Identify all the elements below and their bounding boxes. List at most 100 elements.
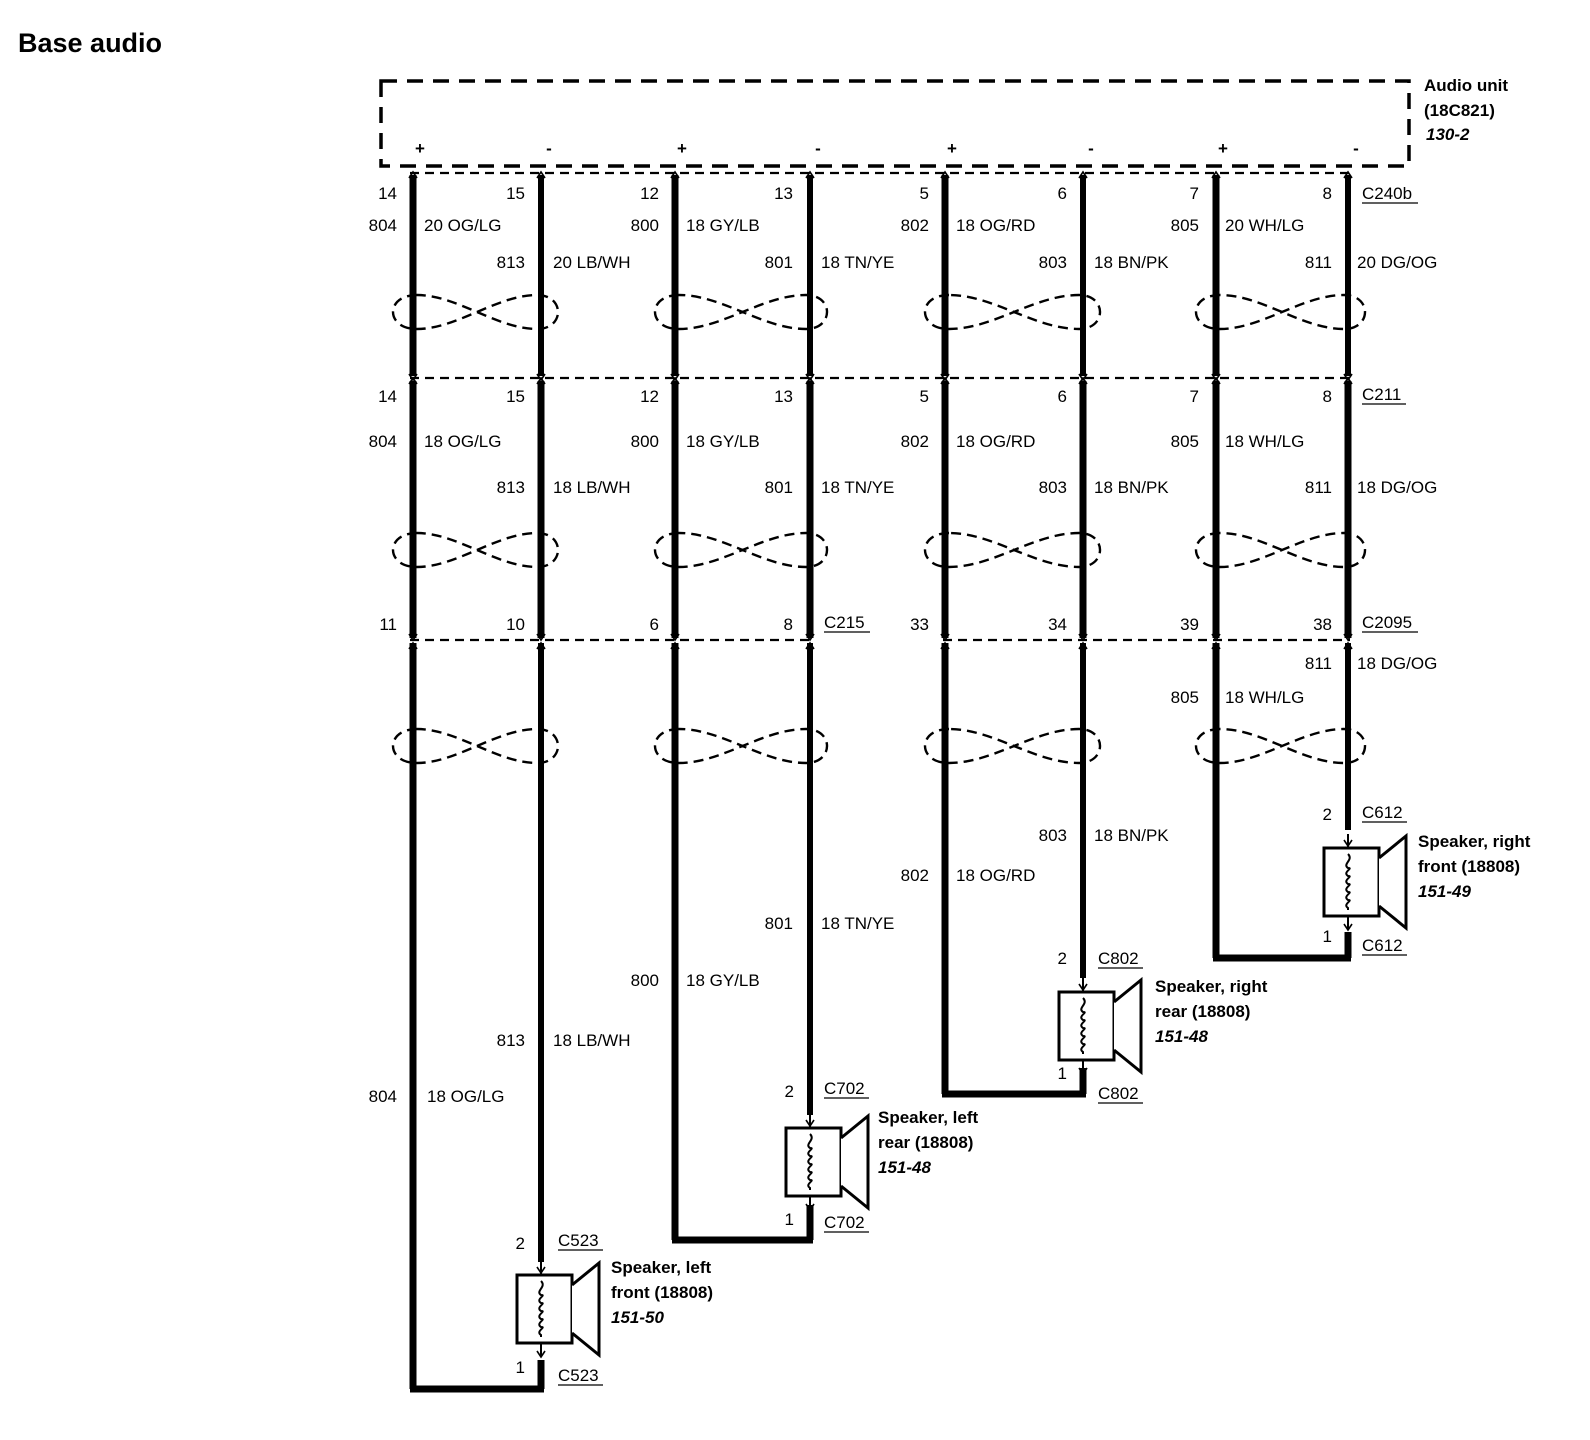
circuit-number: 802 (901, 866, 929, 885)
circuit-number: 813 (497, 478, 525, 497)
wire-color-gauge: 18 OG/RD (956, 432, 1035, 451)
pin-arrow-lower-in (1211, 633, 1221, 642)
speaker-name: Speaker, right (1155, 977, 1268, 996)
circuit-number: 811 (1305, 654, 1332, 673)
speaker-connector-label: C612 (1362, 936, 1403, 955)
circuit-number: 811 (1305, 253, 1332, 272)
wire-color-gauge: 18 TN/YE (821, 478, 894, 497)
pin-arrow-c211-out (805, 376, 815, 385)
audio-unit-pin-polarity: + (947, 139, 957, 158)
pin-arrow-c211-in (805, 373, 815, 382)
pin-arrow-lower-in (536, 633, 546, 642)
speaker-right-rear-pin-arrow-top (1078, 983, 1088, 992)
lower-connector-pin-number: 33 (910, 615, 929, 634)
twisted-pair-symbol (1194, 727, 1367, 765)
speaker-pin-number: 1 (516, 1358, 525, 1377)
twisted-pair-symbol (923, 727, 1102, 765)
pin-arrow-c211-out (940, 376, 950, 385)
c211-pin-number: 6 (1058, 387, 1067, 406)
speaker-part-number: rear (18808) (878, 1133, 973, 1152)
speaker-left-front-cone (571, 1259, 601, 1359)
speaker-left-front-pin-arrow-bottom (536, 1350, 546, 1359)
circuit-number: 813 (497, 253, 525, 272)
c211-pin-number: 7 (1190, 387, 1199, 406)
wire-color-gauge: 18 GY/LB (686, 216, 760, 235)
speaker-name: Speaker, right (1418, 832, 1531, 851)
speaker-pin-number: 2 (516, 1234, 525, 1253)
circuit-number: 804 (369, 216, 397, 235)
wire-color-gauge: 18 OG/RD (956, 866, 1035, 885)
pin-arrow-c211-in (940, 373, 950, 382)
audio-unit-pin-polarity: - (815, 139, 821, 158)
pin-arrow-c240b (805, 170, 815, 179)
wire-color-gauge: 18 GY/LB (686, 432, 760, 451)
c240b-pin-number: 7 (1190, 184, 1199, 203)
wire-color-gauge: 18 WH/LG (1225, 432, 1304, 451)
speaker-right-rear-pin-arrow-bottom (1078, 1067, 1088, 1076)
lower-connector-pin-number: 11 (379, 615, 397, 634)
circuit-number: 804 (369, 432, 397, 451)
pin-arrow-c211-out (1343, 376, 1353, 385)
circuit-number: 804 (369, 1087, 397, 1106)
circuit-number: 801 (765, 253, 793, 272)
wire-color-gauge: 18 DG/OG (1357, 654, 1437, 673)
diagram-labels: +-+-+-+-Audio unit(18C821)130-2141411151… (369, 76, 1531, 1386)
speaker-page-ref: 151-48 (878, 1158, 931, 1177)
wire-color-gauge: 20 OG/LG (424, 216, 501, 235)
speaker-left-rear-pin-arrow-bottom (805, 1203, 815, 1212)
circuit-number: 800 (631, 971, 659, 990)
speaker-right-rear-cone (1113, 976, 1143, 1076)
c211-pin-number: 12 (640, 387, 659, 406)
pin-arrow-lower-in (805, 633, 815, 642)
diagram-structure (379, 79, 1411, 1393)
speaker-right-rear-magnet (1057, 990, 1116, 1062)
c240b-pin-number: 12 (640, 184, 659, 203)
lower-connector-pin-number: 38 (1313, 615, 1332, 634)
twisted-pair-symbol (653, 293, 829, 331)
twisted-pair-symbol (653, 727, 829, 765)
pin-arrow-lower-in (670, 633, 680, 642)
circuit-number: 811 (1305, 478, 1332, 497)
page-title: Base audio (18, 28, 163, 58)
circuit-number: 805 (1171, 688, 1199, 707)
circuit-number: 805 (1171, 432, 1199, 451)
speaker-pin-number: 1 (785, 1210, 794, 1229)
speaker-left-rear-coil (807, 1133, 813, 1190)
pin-arrow-lower-in (1078, 633, 1088, 642)
pin-arrow-lower-in (408, 633, 418, 642)
speaker-pin-number: 2 (1323, 805, 1332, 824)
speaker-connector-label: C802 (1098, 1084, 1139, 1103)
speaker-part-number: front (18808) (611, 1283, 713, 1302)
lower-connector-pin-number: 39 (1180, 615, 1199, 634)
circuit-number: 803 (1039, 826, 1067, 845)
pin-arrow-c211-in (670, 373, 680, 382)
twisted-pair-symbol (923, 293, 1102, 331)
c211-pin-number: 15 (506, 387, 525, 406)
wire-color-gauge: 20 WH/LG (1225, 216, 1304, 235)
speaker-right-front-cone (1378, 832, 1408, 932)
wire-color-gauge: 18 TN/YE (821, 253, 894, 272)
wire-color-gauge: 20 DG/OG (1357, 253, 1437, 272)
speaker-left-front-pin-arrow-top (536, 1266, 546, 1275)
speaker-pin-number: 1 (1323, 927, 1332, 946)
speaker-right-front-pin-arrow-top (1343, 839, 1353, 848)
speaker-connector-label: C523 (558, 1231, 599, 1250)
c211-pin-number: 5 (920, 387, 929, 406)
speaker-page-ref: 151-50 (611, 1308, 664, 1327)
pin-arrow-c211-out (1211, 376, 1221, 385)
speaker-pin-number: 1 (1058, 1064, 1067, 1083)
speaker-pin-number: 2 (785, 1082, 794, 1101)
wire-color-gauge: 18 BN/PK (1094, 478, 1169, 497)
c211-pin-number: 14 (378, 387, 397, 406)
audio-unit-pin-polarity: - (1088, 139, 1094, 158)
c240b-pin-number: 8 (1323, 184, 1332, 203)
c240b-pin-number: 15 (506, 184, 525, 203)
pin-arrow-c211-in (536, 373, 546, 382)
speaker-name: Speaker, left (611, 1258, 712, 1277)
connector-c211-label: C211 (1362, 385, 1401, 404)
pin-arrow-c211-out (408, 376, 418, 385)
speaker-connector-label: C612 (1362, 803, 1403, 822)
pin-arrow-lower-in (940, 633, 950, 642)
speaker-left-rear-pin-arrow-top (805, 1119, 815, 1128)
